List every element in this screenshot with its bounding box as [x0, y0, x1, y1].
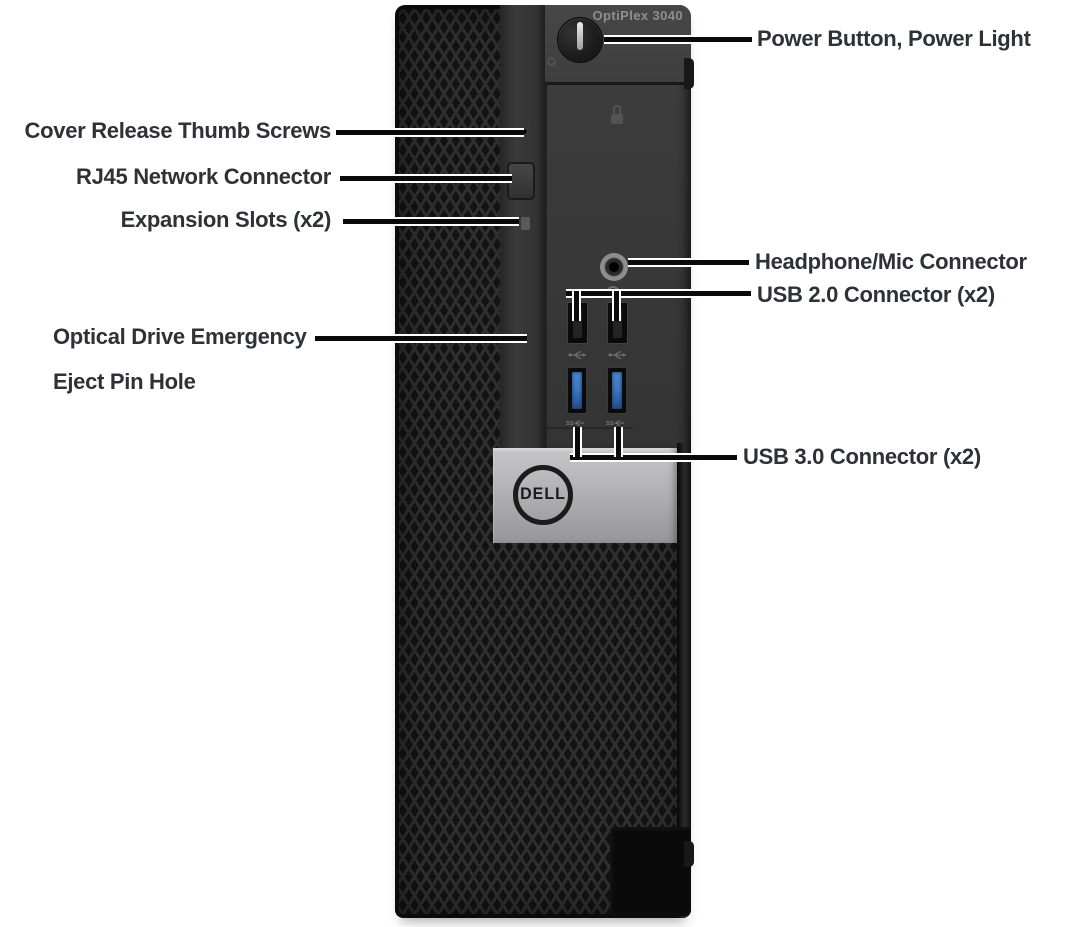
label-usb2: USB 2.0 Connector (x2) — [757, 282, 995, 307]
label-power-button: Power Button, Power Light — [757, 26, 1031, 51]
label-optical-eject-line2: Eject Pin Hole — [53, 369, 196, 394]
usb3-icon: SS — [606, 420, 625, 427]
label-cover-release: Cover Release Thumb Screws — [24, 118, 332, 143]
label-usb3: USB 3.0 Connector (x2) — [743, 444, 981, 469]
optical-drive-bay — [500, 5, 547, 448]
power-button — [557, 17, 603, 63]
dell-logo-text: DELL — [520, 485, 566, 504]
expansion-callout-line — [343, 217, 519, 226]
power-callout-line — [604, 35, 752, 44]
panel-seam — [547, 427, 633, 429]
optical-eject-callout-line — [315, 334, 527, 343]
top-section: OptiPlex 3040 — [545, 5, 691, 85]
svg-text:SS: SS — [606, 421, 614, 427]
padlock-icon — [610, 105, 624, 127]
usb3-icon: SS — [566, 420, 585, 427]
headphone-callout-line — [628, 258, 749, 267]
dell-logo: DELL — [513, 465, 573, 525]
svg-text:SS: SS — [566, 421, 574, 427]
usb3-callout-line — [570, 453, 737, 462]
power-light-icon — [577, 22, 583, 50]
side-tab-bottom — [684, 841, 694, 867]
usb3-port-1 — [567, 367, 587, 414]
side-edge — [677, 443, 691, 918]
bottom-access-panel — [610, 827, 691, 916]
power-symbol-icon — [547, 57, 556, 66]
usb2-icon — [608, 351, 627, 359]
side-tab-top — [684, 58, 694, 89]
label-rj45: RJ45 Network Connector — [75, 164, 331, 189]
label-expansion-slots: Expansion Slots (x2) — [120, 207, 332, 232]
usb3-callout-drop-1 — [573, 427, 582, 457]
eject-pin-hole — [522, 129, 527, 134]
model-text: OptiPlex 3040 — [592, 8, 683, 23]
usb3-callout-drop-2 — [614, 427, 623, 457]
dell-badge-band: DELL — [493, 448, 677, 543]
label-optical-eject-line1: Optical Drive Emergency — [53, 324, 307, 349]
usb3-port-2 — [607, 367, 627, 414]
cover-release-callout-line — [336, 128, 524, 137]
usb2-callout-drop-2 — [612, 291, 621, 321]
expansion-slot — [521, 217, 530, 230]
usb2-callout-drop-1 — [572, 291, 581, 321]
front-panel: OptiPlex 3040 — [500, 5, 691, 448]
usb2-icon — [568, 351, 587, 359]
rj45-callout-line — [340, 174, 512, 183]
usb2-callout-line — [566, 289, 751, 298]
label-headphone-mic: Headphone/Mic Connector — [755, 249, 1027, 274]
headphone-mic-jack — [600, 253, 628, 281]
